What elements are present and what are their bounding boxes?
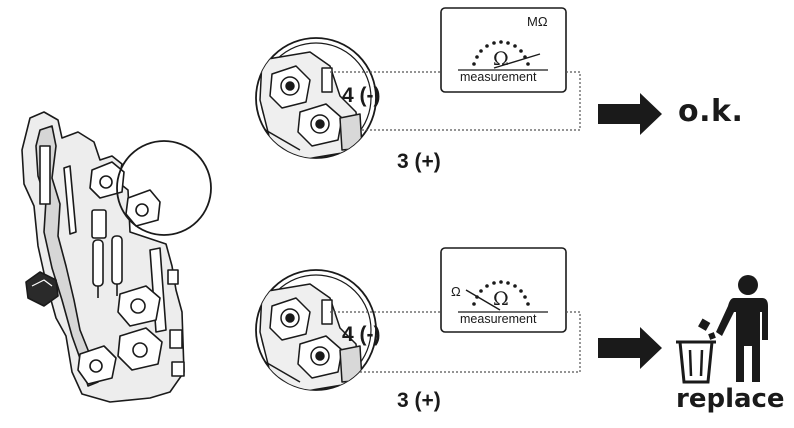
meter-bottom bbox=[440, 247, 567, 333]
result-replace-label: replace bbox=[676, 384, 785, 414]
meter-top bbox=[440, 7, 567, 93]
detail-circle-top bbox=[255, 37, 377, 159]
person-icon bbox=[716, 275, 768, 382]
wiring-bottom bbox=[330, 311, 581, 373]
meter-omega-top: Ω bbox=[493, 48, 509, 70]
terminal-minus-label-bottom: 4 (-) bbox=[342, 323, 381, 346]
meter-unit-top: MΩ bbox=[527, 14, 548, 29]
component-overview bbox=[21, 111, 212, 403]
meter-label-bottom: measurement bbox=[460, 312, 537, 326]
arrow-right-icon bbox=[598, 93, 662, 135]
terminal-plus-label-bottom: 3 (+) bbox=[397, 389, 441, 412]
trash-bin-icon bbox=[676, 318, 716, 384]
arrow-right-icon bbox=[598, 327, 662, 369]
result-ok-label: o.k. bbox=[678, 94, 744, 129]
meter-unit-bottom: Ω bbox=[451, 284, 461, 299]
detail-circle-bottom bbox=[255, 269, 377, 391]
meter-label-top: measurement bbox=[460, 70, 537, 84]
meter-scale-dots-top bbox=[472, 40, 530, 66]
meter-needle-bottom bbox=[465, 289, 501, 311]
meter-omega-bottom: Ω bbox=[493, 288, 509, 310]
meter-needle-top bbox=[493, 53, 541, 69]
wiring-top bbox=[330, 71, 581, 131]
terminal-plus-label-top: 3 (+) bbox=[397, 150, 441, 173]
terminal-minus-label-top: 4 (-) bbox=[342, 84, 381, 107]
meter-scale-dots-bottom bbox=[472, 280, 530, 306]
